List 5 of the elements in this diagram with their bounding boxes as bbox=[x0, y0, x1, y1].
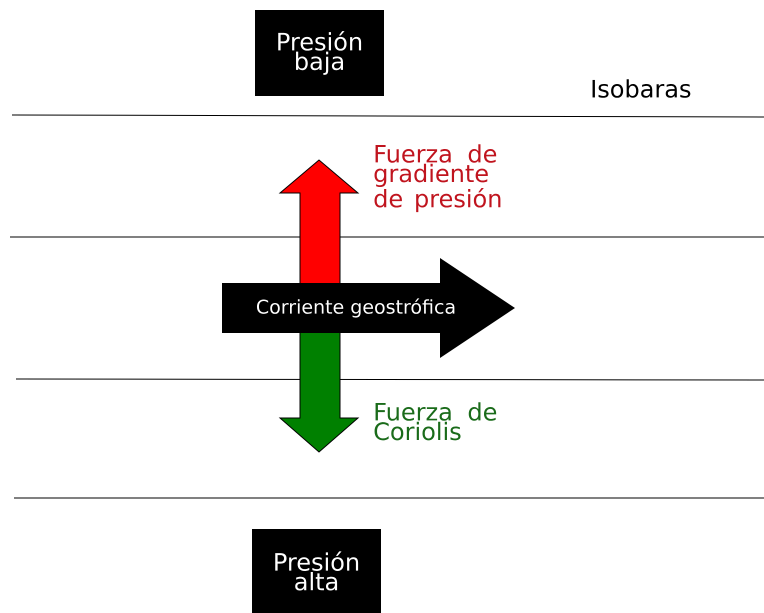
isobar-label: Isobaras bbox=[592, 79, 690, 98]
pressure-box: Presión baja bbox=[255, 10, 384, 96]
pressure-box: Presión alta bbox=[252, 529, 381, 613]
force-label: Fuerza de Coriolis bbox=[374, 402, 496, 440]
force-label: Fuerza de gradiente de presión bbox=[374, 144, 500, 212]
